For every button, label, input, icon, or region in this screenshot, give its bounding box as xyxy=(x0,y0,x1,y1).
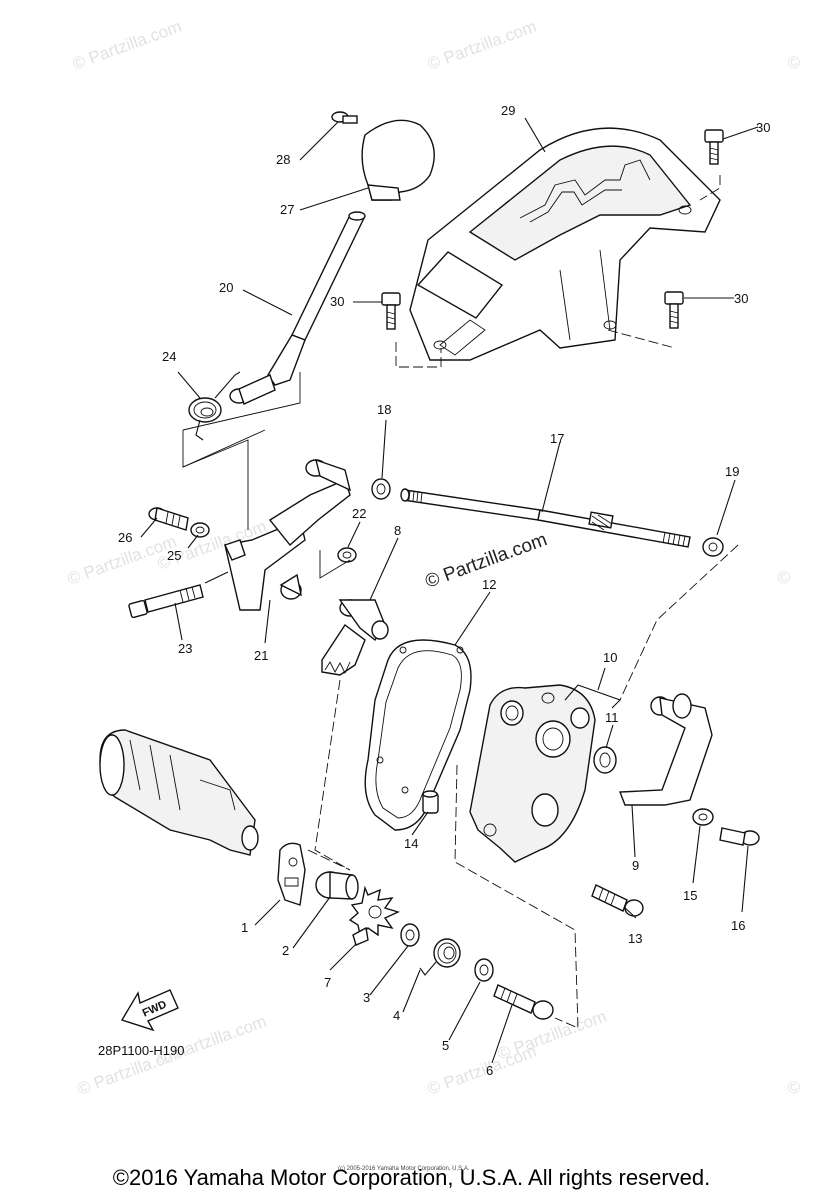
washer-part-15 xyxy=(692,808,714,826)
reference-lines xyxy=(307,175,739,1029)
bolt-part-30 xyxy=(704,129,724,165)
bolt-part-13 xyxy=(591,884,644,917)
callout-25: 25 xyxy=(167,548,181,563)
bolt-part-16 xyxy=(719,827,760,846)
copyright-footer: ©2016 Yamaha Motor Corporation, U.S.A. A… xyxy=(112,1165,711,1190)
callout-17: 17 xyxy=(550,431,564,446)
callout-8: 8 xyxy=(394,523,401,538)
callout-10: 10 xyxy=(603,650,617,665)
nut-part-19 xyxy=(702,537,724,557)
callout-7: 7 xyxy=(324,975,331,990)
callout-26: 26 xyxy=(118,530,132,545)
callout-29: 29 xyxy=(501,103,515,118)
callout-27: 27 xyxy=(280,202,294,217)
callout-1: 1 xyxy=(241,920,248,935)
shift-bracket-part-21 xyxy=(224,458,352,611)
callout-20: 20 xyxy=(219,280,233,295)
callout-2: 2 xyxy=(282,943,289,958)
fine-print: (c) 2005-2016 Yamaha Motor Corporation, … xyxy=(338,1166,470,1172)
leader-lines xyxy=(140,117,759,1064)
washer-part-22 xyxy=(337,547,357,563)
fwd-arrow-icon: FWD xyxy=(120,989,179,1032)
shift-cover-part-10 xyxy=(469,684,596,863)
callout-14: 14 xyxy=(404,836,418,851)
callout-30: 30 xyxy=(330,294,344,309)
washer-part-3 xyxy=(400,923,420,947)
callout-23: 23 xyxy=(178,641,192,656)
shift-arm-part-8 xyxy=(321,599,389,676)
callout-6: 6 xyxy=(486,1063,493,1078)
oil-seal-part-11 xyxy=(593,746,617,774)
washer-part-5 xyxy=(474,958,494,982)
shift-gate-cover-part-29 xyxy=(409,127,721,361)
callout-9: 9 xyxy=(632,858,639,873)
callout-19: 19 xyxy=(725,464,739,479)
watermark-text: © xyxy=(775,566,794,588)
callout-30: 30 xyxy=(756,120,770,135)
collar-part-18 xyxy=(371,478,391,500)
pin-bolt-part-23 xyxy=(128,584,204,619)
callout-15: 15 xyxy=(683,888,697,903)
screw-part-28 xyxy=(331,111,358,124)
stopper-part-1 xyxy=(277,842,306,906)
segment-part-2 xyxy=(315,871,359,900)
washer-part-25 xyxy=(190,522,210,538)
watermark-text: © xyxy=(785,51,804,73)
shift-link-part-9 xyxy=(618,693,713,806)
watermark-text: © Partzilla.com xyxy=(155,1012,269,1069)
callout-12: 12 xyxy=(482,577,496,592)
callout-3: 3 xyxy=(363,990,370,1005)
bolt-part-6 xyxy=(493,984,554,1020)
watermark-text: © Partzilla.com xyxy=(70,17,184,74)
dowel-part-14 xyxy=(422,790,439,814)
callout-16: 16 xyxy=(731,918,745,933)
callout-30: 30 xyxy=(734,291,748,306)
callout-5: 5 xyxy=(442,1038,449,1053)
watermark-text: © Partzilla.com xyxy=(425,17,539,74)
bolt-part-30 xyxy=(381,292,401,330)
segment-part-7 xyxy=(348,885,400,946)
callout-18: 18 xyxy=(377,402,391,417)
bolt-part-30 xyxy=(664,291,684,329)
shift-drum xyxy=(99,729,259,856)
bolt-part-26 xyxy=(148,507,189,531)
callout-24: 24 xyxy=(162,349,176,364)
watermark-text: © xyxy=(785,1076,804,1098)
shift-knob-part-27 xyxy=(361,119,435,201)
gasket-part-12 xyxy=(364,639,472,831)
callout-28: 28 xyxy=(276,152,290,167)
shift-lever-part-20 xyxy=(229,211,366,405)
callout-11: 11 xyxy=(605,710,619,725)
diagram-code: 28P1100-H190 xyxy=(98,1043,185,1058)
shift-shaft-part-17 xyxy=(400,488,691,548)
spring-part-4 xyxy=(419,938,461,976)
callout-4: 4 xyxy=(393,1008,400,1023)
callout-21: 21 xyxy=(254,648,268,663)
callout-13: 13 xyxy=(628,931,642,946)
spring-part-24 xyxy=(188,371,241,441)
callout-22: 22 xyxy=(352,506,366,521)
callout-numbers: 1 2 3 4 5 6 7 8 9 10 11 12 13 14 15 16 1… xyxy=(118,103,770,1078)
